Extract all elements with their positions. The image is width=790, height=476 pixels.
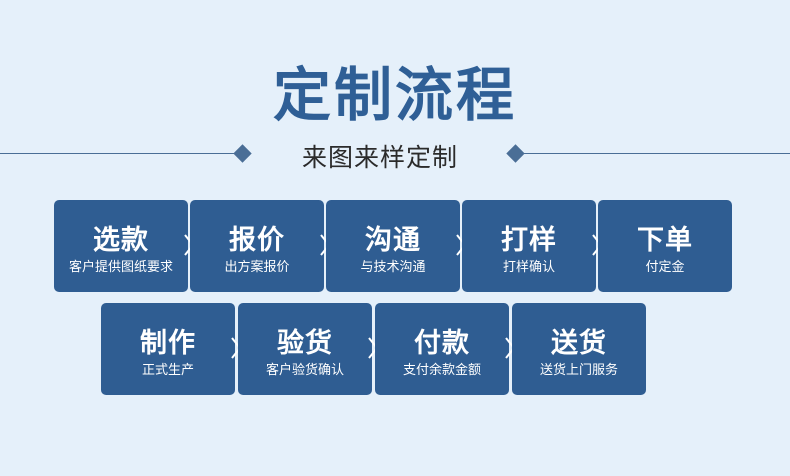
page-title: 定制流程 [272, 61, 517, 129]
step-desc: 客户提供图纸要求 [68, 260, 173, 275]
step-desc: 客户验货确认 [265, 363, 344, 378]
diamond-icon [233, 144, 252, 163]
step-desc: 正式生产 [141, 363, 194, 378]
step-delivery: 送货 送货上门服务 [512, 303, 646, 395]
step-name: 报价 [229, 225, 285, 256]
divider-line-left [0, 153, 236, 154]
step-name: 打样 [501, 225, 557, 256]
divider-line-right [521, 153, 790, 154]
step-name: 下单 [637, 225, 693, 256]
step-desc: 出方案报价 [224, 260, 290, 275]
step-inspect: 验货 客户验货确认 [238, 303, 379, 395]
step-communicate: 沟通 与技术沟通 [326, 200, 467, 292]
step-desc: 付定金 [645, 260, 685, 275]
step-desc: 与技术沟通 [360, 260, 426, 275]
subtitle: 来图来样定制 [301, 143, 458, 172]
step-desc: 支付余款金额 [402, 363, 481, 378]
step-desc: 打样确认 [502, 260, 555, 275]
step-name: 制作 [140, 328, 196, 359]
step-name: 选款 [93, 225, 149, 256]
step-name: 验货 [277, 328, 333, 359]
subtitle-row: 来图来样定制 [0, 138, 790, 172]
step-name: 付款 [414, 328, 470, 359]
step-quote: 报价 出方案报价 [190, 200, 331, 292]
step-payment: 付款 支付余款金额 [375, 303, 516, 395]
step-select-style: 选款 客户提供图纸要求 [54, 200, 195, 292]
step-sample: 打样 打样确认 [462, 200, 603, 292]
step-order: 下单 付定金 [598, 200, 732, 292]
step-name: 沟通 [365, 225, 421, 256]
step-name: 送货 [551, 328, 607, 359]
step-desc: 送货上门服务 [539, 363, 618, 378]
step-produce: 制作 正式生产 [101, 303, 242, 395]
